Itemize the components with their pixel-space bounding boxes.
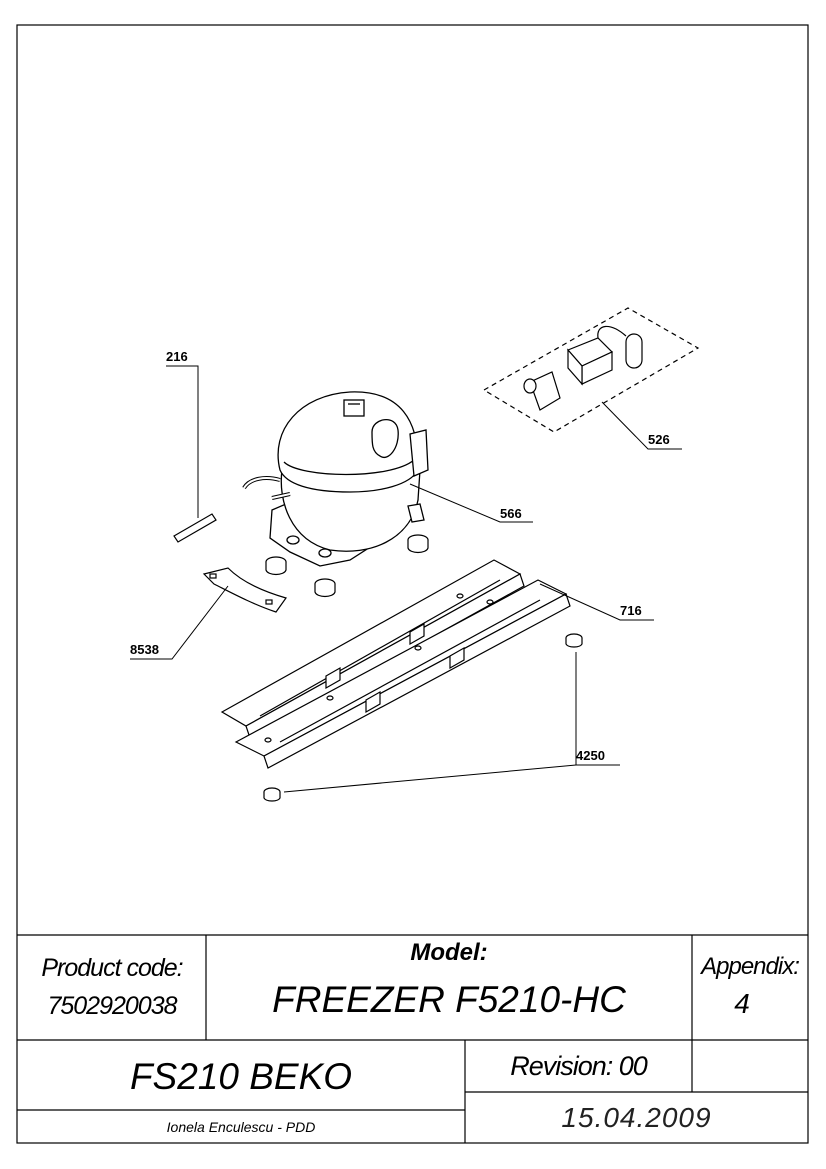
- model-value: FREEZER F5210-HC: [272, 979, 626, 1020]
- callout-4250: 4250: [576, 748, 605, 763]
- author: Ionela Enculescu - PDD: [166, 1119, 316, 1135]
- model-label: Model:: [410, 939, 488, 966]
- date: 15.04.2009: [561, 1102, 712, 1133]
- appendix-label: Appendix:: [701, 953, 800, 980]
- electrical-kit-part: [482, 307, 700, 433]
- callout-526: 526: [648, 432, 670, 447]
- rail-parts: [220, 559, 571, 769]
- product-code-value: 7502920038: [47, 991, 177, 1020]
- pin-part: [173, 513, 217, 543]
- callout-566: 566: [500, 506, 522, 521]
- grommet-parts: [265, 534, 429, 598]
- compressor-part: [242, 391, 429, 567]
- product-code-label: Product code:: [41, 953, 183, 982]
- appendix-value: 4: [734, 988, 750, 1019]
- title-block-grid: [17, 934, 808, 1143]
- revision: Revision: 00: [510, 1050, 648, 1081]
- pad-part: [202, 567, 287, 613]
- callout-216: 216: [166, 349, 188, 364]
- callout-716: 716: [620, 603, 642, 618]
- drawing-frame: [16, 24, 809, 1144]
- product-name: FS210 BEKO: [129, 1056, 353, 1097]
- callout-8538: 8538: [130, 642, 159, 657]
- nut-parts: [263, 633, 583, 802]
